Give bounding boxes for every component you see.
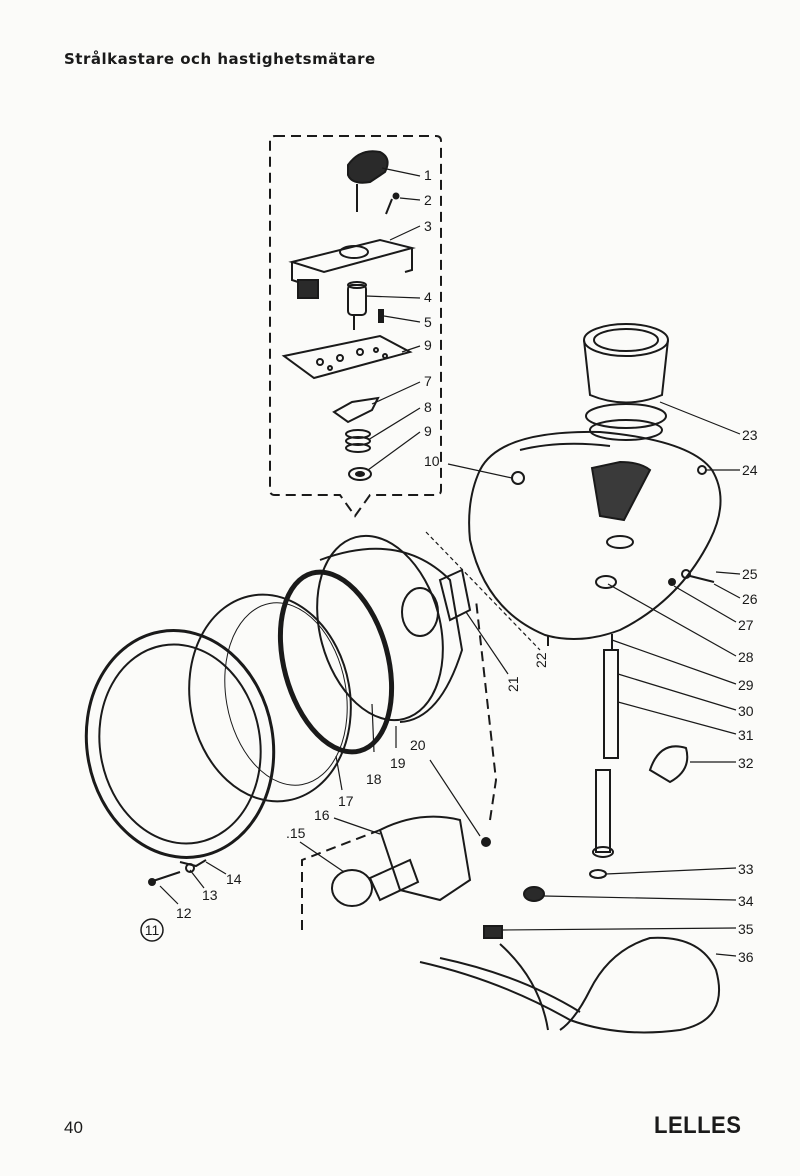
- brand-logo: LELLES: [654, 1112, 742, 1139]
- callout-10: 10: [424, 453, 440, 469]
- callout-16: 16: [314, 807, 330, 823]
- contact-pin-part: [378, 309, 384, 323]
- callout-36: 36: [738, 949, 754, 965]
- callout-32: 32: [738, 755, 754, 771]
- bulb-part: [347, 281, 367, 330]
- callout-35: 35: [738, 921, 754, 937]
- figure-number-badge: 11: [140, 918, 164, 942]
- leader-lines: [159, 167, 741, 957]
- speedometer-part: [583, 323, 669, 441]
- callout-19: 19: [390, 755, 406, 771]
- washer-33-part: [589, 869, 607, 879]
- callout-25: 25: [742, 566, 758, 582]
- callout-13: 13: [202, 887, 218, 903]
- switch-assembly-inset-box: [269, 135, 442, 518]
- callout-31: 31: [738, 727, 754, 743]
- callout-15: .15: [286, 825, 306, 841]
- rim-screw-part: [148, 863, 195, 886]
- callout-9a: 9: [424, 337, 432, 353]
- callout-33: 33: [738, 861, 754, 877]
- wire-harness-part: [419, 936, 721, 1034]
- callout-3: 3: [424, 218, 432, 234]
- callout-5: 5: [424, 314, 432, 330]
- headlamp-rim-part: [84, 629, 276, 868]
- callout-24: 24: [742, 462, 758, 478]
- callout-23: 23: [742, 427, 758, 443]
- page-number: 40: [64, 1118, 83, 1137]
- switch-bracket-part: [288, 238, 416, 299]
- callout-30: 30: [738, 703, 754, 719]
- callout-14: 14: [226, 871, 242, 887]
- headlamp-shell-part: [468, 430, 722, 646]
- screw-25-26-part: [681, 569, 715, 583]
- connector-35-part: [483, 925, 503, 939]
- callout-20: 20: [410, 737, 426, 753]
- coil-spring-part: [345, 429, 371, 453]
- wire-route-dashed: [301, 829, 381, 930]
- callout-26: 26: [742, 591, 758, 607]
- rubber-ring-part: [277, 569, 395, 755]
- small-screw-part: [385, 192, 400, 215]
- callout-7: 7: [424, 373, 432, 389]
- reflector-bracket-part: [438, 568, 472, 622]
- speedometer-cable-part: [592, 634, 619, 858]
- callout-27: 27: [738, 617, 754, 633]
- grommet-34-part: [523, 886, 545, 902]
- page-title: Strålkastare och hastighetsmätare: [64, 50, 376, 68]
- callout-labels: 1 2 3 4 5 9 7 8 9 10 12 13 14 .15 16 17 …: [176, 167, 758, 965]
- callout-17: 17: [338, 793, 354, 809]
- callout-29: 29: [738, 677, 754, 693]
- callout-9b: 9: [424, 423, 432, 439]
- washer-27-part: [668, 578, 676, 586]
- callout-22: 22: [533, 652, 549, 668]
- callout-8: 8: [424, 399, 432, 415]
- callout-2: 2: [424, 192, 432, 208]
- callout-12: 12: [176, 905, 192, 921]
- nut-part: [348, 467, 372, 481]
- callout-28: 28: [738, 649, 754, 665]
- callout-1: 1: [424, 167, 432, 183]
- callout-34: 34: [738, 893, 754, 909]
- cable-clip-part: [648, 745, 689, 784]
- headlamp-lens-part: [188, 593, 352, 803]
- figure-number: 11: [145, 922, 160, 938]
- callout-21: 21: [505, 676, 521, 692]
- reflector-part: [316, 534, 464, 723]
- contact-plate-part: [281, 334, 413, 380]
- bulb-holder-part: [331, 815, 491, 907]
- switch-knob-part: [347, 150, 389, 212]
- contact-spring-part: [332, 396, 380, 424]
- wire-route-dashed-2: [475, 599, 498, 821]
- callout-18: 18: [366, 771, 382, 787]
- callout-4: 4: [424, 289, 432, 305]
